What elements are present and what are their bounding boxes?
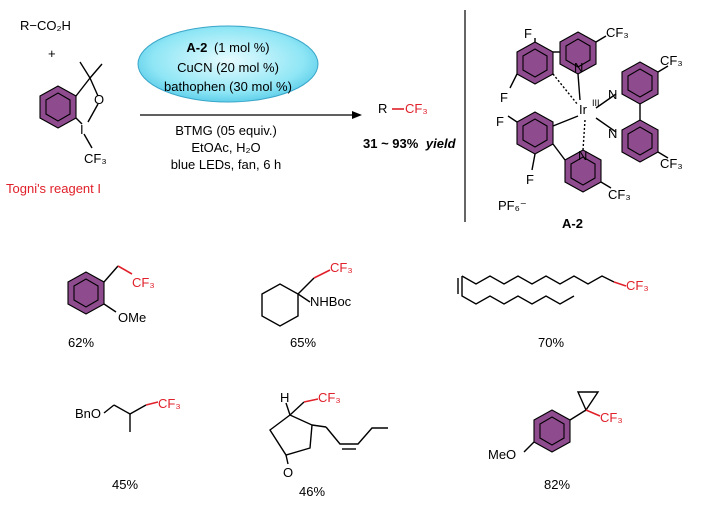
product-2-nhboc: NHBoc xyxy=(310,294,352,309)
nitrogen-2: N xyxy=(608,87,617,102)
catalyst-name: A-2 xyxy=(186,40,207,55)
additive-bathophen: bathophen (30 mol %) xyxy=(164,79,292,94)
togni-reagent-structure: O I CF₃ xyxy=(39,61,107,166)
additive-cucn: CuCN (20 mol %) xyxy=(177,60,279,75)
product-3-structure xyxy=(457,275,627,305)
catalyst-cf3-3: CF₃ xyxy=(660,156,683,171)
product-6-structure xyxy=(523,391,601,453)
catalyst-label: A-2 xyxy=(562,216,583,231)
substrate-label: R−CO₂H xyxy=(20,18,71,33)
togni-name: Togni's reagent I xyxy=(6,181,101,196)
product-6-cf3: CF₃ xyxy=(600,410,623,425)
product-4-structure xyxy=(103,401,159,432)
counterion: PF₆⁻ xyxy=(498,198,527,213)
product-1-yield: 62% xyxy=(68,335,94,350)
product-6-meo: MeO xyxy=(488,447,516,462)
product-r: R xyxy=(378,101,387,116)
fluorine-1: F xyxy=(524,26,532,41)
product-1-ome: OMe xyxy=(118,310,146,325)
togni-benzene-ring xyxy=(39,85,77,129)
catalyst-line: A-2 (1 mol %) xyxy=(186,40,269,55)
yield-range: 31 ~ 93% xyxy=(363,136,419,151)
plus-sign: + xyxy=(48,46,56,61)
togni-iodine: I xyxy=(80,122,84,137)
product-1-structure xyxy=(67,265,133,315)
catalyst-ellipse xyxy=(137,25,319,103)
product-2-yield: 65% xyxy=(290,335,316,350)
product-5-cf3: CF₃ xyxy=(318,390,341,405)
catalyst-loading: (1 mol %) xyxy=(214,40,270,55)
product-5-oxygen: O xyxy=(283,465,293,480)
condition-solvent: EtOAc, H₂O xyxy=(191,140,260,155)
product-3-cf3: CF₃ xyxy=(626,278,649,293)
product-4-bno: BnO xyxy=(75,406,101,421)
fluorine-4: F xyxy=(526,172,534,187)
yield-word: yield xyxy=(425,136,457,151)
togni-cf3: CF₃ xyxy=(84,151,107,166)
product-2-cf3: CF₃ xyxy=(330,260,353,275)
togni-oxygen: O xyxy=(94,92,104,107)
product-5-yield: 46% xyxy=(299,484,325,499)
product-5-structure xyxy=(269,398,388,465)
arrow-head xyxy=(352,111,362,119)
catalyst-structure: Ir III F F F F N N N N CF₃ CF₃ CF₃ CF₃ xyxy=(496,25,683,202)
nitrogen-1: N xyxy=(574,60,583,75)
product-3-yield: 70% xyxy=(538,335,564,350)
fluorine-3: F xyxy=(496,114,504,129)
nitrogen-4: N xyxy=(578,148,587,163)
iridium-center: Ir xyxy=(579,102,588,117)
catalyst-cf3-1: CF₃ xyxy=(606,25,629,40)
fluorine-2: F xyxy=(500,90,508,105)
iridium-oxidation: III xyxy=(592,98,600,108)
catalyst-cf3-2: CF₃ xyxy=(660,53,683,68)
nitrogen-3: N xyxy=(608,126,617,141)
catalyst-cf3-4: CF₃ xyxy=(608,187,631,202)
product-4-yield: 45% xyxy=(112,477,138,492)
condition-base: BTMG (05 equiv.) xyxy=(175,123,277,138)
product-5-h: H xyxy=(280,390,289,405)
product-2-structure xyxy=(261,269,331,327)
product-1-cf3: CF₃ xyxy=(132,275,155,290)
yield-line: 31 ~ 93% yield xyxy=(363,136,457,151)
product-cf3: CF₃ xyxy=(405,101,428,116)
condition-light: blue LEDs, fan, 6 h xyxy=(171,157,282,172)
product-6-yield: 82% xyxy=(544,477,570,492)
product-4-cf3: CF₃ xyxy=(158,396,181,411)
